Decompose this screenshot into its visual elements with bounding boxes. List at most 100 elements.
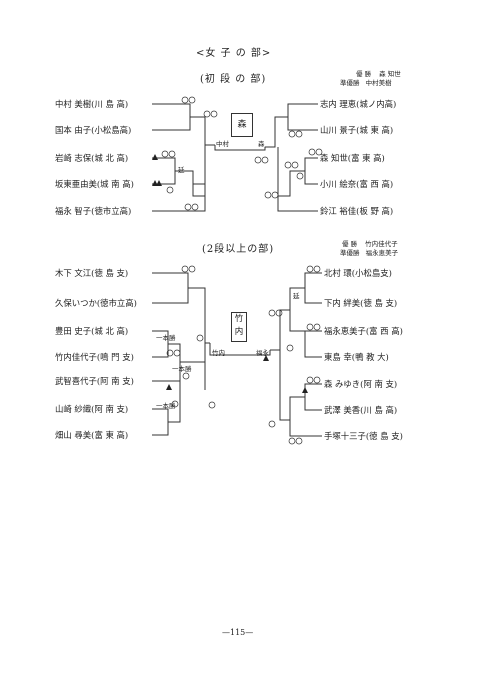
entrant-name: 下内 絆美 [324, 298, 361, 308]
entrant-team: (小松島高) [91, 125, 132, 135]
entrant-team: (富 西 高) [365, 326, 403, 336]
dan2-right-entrant-7: 手塚十三子(徳 島 支) [324, 431, 403, 441]
entrant-team: (阿 南 支) [91, 404, 129, 414]
entrant-team: (富 西 高) [356, 179, 394, 189]
entrant-team: (川 島 高) [360, 405, 398, 415]
entrant-name: 木下 文江 [55, 268, 92, 278]
entrant-name: 森 知世 [320, 153, 348, 163]
dan2-left-entrant-1: 木下 文江(徳 島 支) [55, 268, 128, 278]
dan2-ippon-label-1: 一本勝 [156, 334, 176, 342]
entrant-name: 中村 美樹 [55, 99, 92, 109]
entrant-team: (阿 南 支) [360, 379, 398, 389]
dan2-right-entrant-2: 下内 絆美(徳 島 支) [324, 298, 397, 308]
women-left-entrant-1: 中村 美樹(川 島 高) [55, 99, 128, 109]
entrant-name: 竹内佳代子 [55, 352, 97, 362]
women-final-right-name: 森 [258, 140, 265, 148]
entrant-team: (富 東 高) [91, 430, 129, 440]
dan2-left-entrant-6: 山崎 紗織(阿 南 支) [55, 404, 128, 414]
entrant-name: 鈴江 裕佳 [320, 206, 357, 216]
dan2-champion-box: 竹内 [231, 312, 247, 342]
entrant-team: (徳 島 支) [365, 431, 403, 441]
women-final-left-name: 中村 [216, 140, 229, 148]
result-value: 竹内佳代子 [365, 240, 398, 248]
entrant-name: 武智喜代子 [55, 376, 97, 386]
dan2-right-entrant-3: 福永恵美子(富 西 高) [324, 326, 403, 336]
dan2-right-entrant-4: 東島 幸(鴨 教 大) [324, 352, 389, 362]
women-right-entrant-4: 小川 絵奈(富 西 高) [320, 179, 393, 189]
women-left-entrant-5: 福永 智子(徳市立高) [55, 206, 131, 216]
dan2-result-1: 優 勝 竹内佳代子 [342, 240, 398, 248]
women-result-1: 優 勝 森 知世 [356, 70, 401, 78]
page-number: —115— [222, 628, 254, 637]
dan2-note-en: 延 [293, 292, 300, 300]
entrant-name: 福永 智子 [55, 206, 92, 216]
result-label: 優 勝 [356, 70, 372, 78]
women-right-entrant-2: 山川 景子(城 東 高) [320, 125, 393, 135]
dan2-right-entrant-6: 武澤 美香(川 島 高) [324, 405, 397, 415]
entrant-team: (板 野 高) [356, 206, 394, 216]
entrant-team: (鴨 教 大) [351, 352, 389, 362]
entrant-team: (阿 南 支) [96, 376, 134, 386]
entrant-team: (徳 島 支) [91, 268, 129, 278]
entrant-team: (徳 島 支) [360, 298, 398, 308]
women-left-entrant-3: 岩崎 志保(城 北 高) [55, 153, 128, 163]
dan2-left-entrant-4: 竹内佳代子(鳴 門 支) [55, 352, 134, 362]
entrant-team: (城 東 高) [356, 125, 394, 135]
entrant-name: 手塚十三子 [324, 431, 366, 441]
entrant-name: 山崎 紗織 [55, 404, 92, 414]
result-label: 優 勝 [342, 240, 358, 248]
dan2-result-2: 準優勝 福永恵美子 [340, 249, 398, 257]
entrant-name: 福永恵美子 [324, 326, 366, 336]
dan2-right-entrant-1: 北村 環(小松島支) [324, 268, 392, 278]
dan2-left-entrant-2: 久保いつか(徳市立高) [55, 298, 137, 308]
entrant-team: (徳市立高) [91, 206, 132, 216]
section-title-dan2: (2段以上の部) [202, 244, 275, 255]
dan2-final-right-name: 福永 [256, 349, 269, 357]
result-label: 準優勝 [340, 79, 360, 87]
entrant-name: 北村 環 [324, 268, 352, 278]
women-right-entrant-5: 鈴江 裕佳(板 野 高) [320, 206, 393, 216]
result-value: 福永恵美子 [365, 249, 399, 257]
entrant-name: 森 みゆき [324, 379, 361, 389]
result-value: 中村美樹 [365, 79, 392, 87]
entrant-team: (城ノ内高) [356, 99, 397, 109]
entrant-name: 国本 由子 [55, 125, 92, 135]
entrant-team: (川 島 高) [91, 99, 129, 109]
result-label: 準優勝 [340, 249, 360, 257]
entrant-name: 畑山 尋美 [55, 430, 92, 440]
entrant-team: (徳市立高) [96, 298, 137, 308]
entrant-name: 豊田 史子 [55, 326, 92, 336]
entrant-name: 志内 理恵 [320, 99, 357, 109]
entrant-name: 岩崎 志保 [55, 153, 92, 163]
dan2-left-entrant-5: 武智喜代子(阿 南 支) [55, 376, 134, 386]
women-left-entrant-4: 坂東亜由美(城 南 高) [55, 179, 134, 189]
women-right-entrant-1: 志内 理恵(城ノ内高) [320, 99, 396, 109]
entrant-name: 久保いつか [55, 298, 97, 308]
entrant-team: (富 東 高) [347, 153, 385, 163]
section-subtitle-women: (初 段 の 部) [200, 74, 267, 85]
entrant-team: (城 北 高) [91, 153, 129, 163]
women-champion-box: 森 [231, 113, 253, 137]
women-left-entrant-2: 国本 由子(小松島高) [55, 125, 131, 135]
result-value: 森 知世 [379, 70, 401, 78]
entrant-team: (城 北 高) [91, 326, 129, 336]
women-note-en: 延 [178, 166, 185, 174]
entrant-team: (城 南 高) [96, 179, 134, 189]
dan2-left-entrant-3: 豊田 史子(城 北 高) [55, 326, 128, 336]
dan2-left-entrant-7: 畑山 尋美(富 東 高) [55, 430, 128, 440]
entrant-team: (鳴 門 支) [96, 352, 134, 362]
section-title-women: <女 子 の 部> [196, 48, 272, 59]
entrant-name: 小川 絵奈 [320, 179, 357, 189]
entrant-name: 東島 幸 [324, 352, 352, 362]
entrant-name: 山川 景子 [320, 125, 357, 135]
dan2-final-left-name: 竹内 [212, 349, 225, 357]
entrant-team: (小松島支) [351, 268, 392, 278]
entrant-name: 武澤 美香 [324, 405, 361, 415]
dan2-right-entrant-5: 森 みゆき(阿 南 支) [324, 379, 397, 389]
dan2-ippon-label-2: 一本勝 [172, 365, 192, 373]
entrant-name: 坂東亜由美 [55, 179, 97, 189]
women-result-2: 準優勝 中村美樹 [340, 79, 392, 87]
dan2-ippon-label-3: 一本勝 [156, 402, 176, 410]
women-right-entrant-3: 森 知世(富 東 高) [320, 153, 385, 163]
